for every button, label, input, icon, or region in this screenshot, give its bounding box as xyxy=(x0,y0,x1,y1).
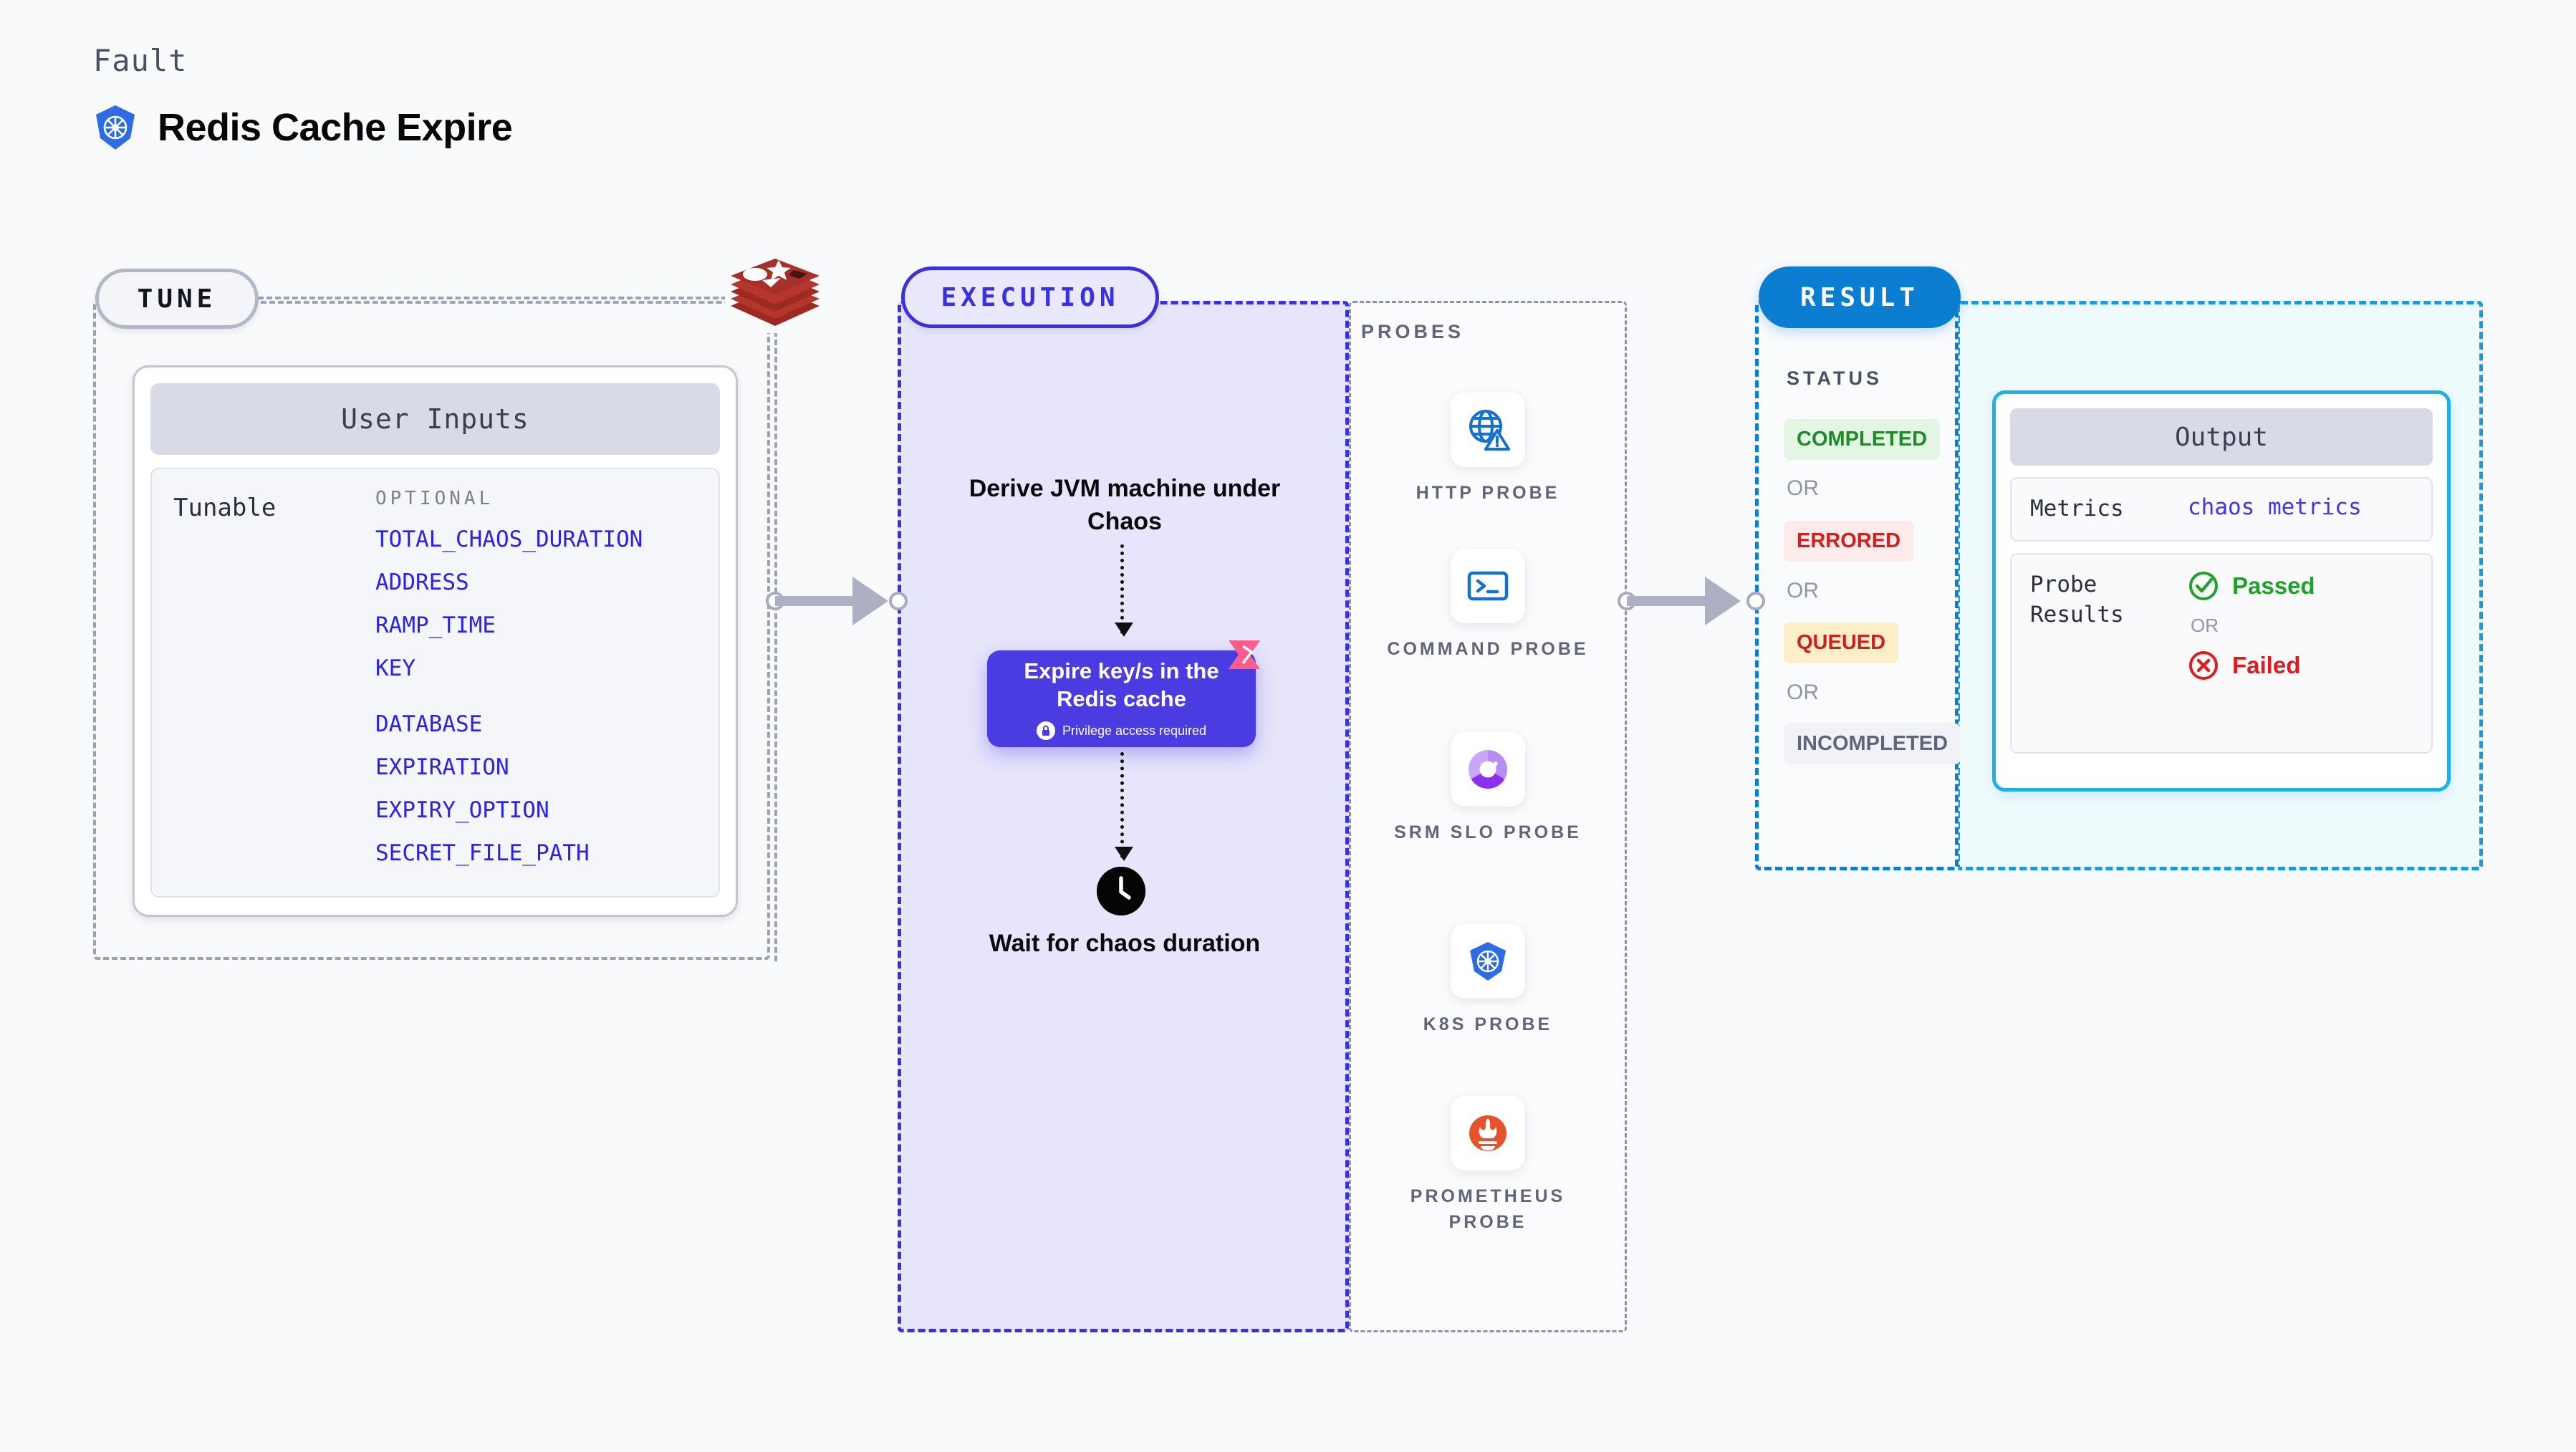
tune-pill-label[interactable]: TUNE xyxy=(95,269,259,329)
slo-donut-icon xyxy=(1451,732,1525,807)
optional-params-column: OPTIONAL TOTAL_CHAOS_DURATION ADDRESS RA… xyxy=(375,488,697,878)
lock-icon xyxy=(1036,721,1055,741)
probe-results-values: Passed OR Failed xyxy=(2188,570,2315,736)
user-inputs-header: User Inputs xyxy=(150,383,720,455)
x-circle-icon xyxy=(2188,650,2219,681)
probe-results-key: Probe Results xyxy=(2030,571,2124,628)
probe-prometheus[interactable]: PROMETHEUS PROBE xyxy=(1380,1096,1595,1236)
probe-k8s[interactable]: K8S PROBE xyxy=(1380,924,1595,1037)
result-pill-label[interactable]: RESULT xyxy=(1759,266,1961,328)
user-inputs-card: User Inputs Tunable OPTIONAL TOTAL_CHAOS… xyxy=(133,365,738,917)
prometheus-icon xyxy=(1451,1096,1525,1170)
tunable-panel: Tunable OPTIONAL TOTAL_CHAOS_DURATION AD… xyxy=(150,468,720,898)
probe-srm-slo[interactable]: SRM SLO PROBE xyxy=(1380,732,1595,845)
param-expiration[interactable]: EXPIRATION xyxy=(375,754,509,780)
output-header: Output xyxy=(2010,408,2433,466)
status-badge-errored: ERRORED xyxy=(1784,521,1914,562)
harness-icon xyxy=(1224,638,1264,672)
step-derive-label: Derive JVM machine under Chaos xyxy=(969,475,1281,535)
kubernetes-icon xyxy=(93,104,138,151)
probes-heading: PROBES xyxy=(1361,321,1465,342)
execution-pill-label[interactable]: EXECUTION xyxy=(901,266,1159,328)
probes-section xyxy=(1349,301,1627,1332)
step-wait-label: Wait for chaos duration xyxy=(989,930,1261,957)
failed-label: Failed xyxy=(2232,651,2301,678)
arrow-derive-to-action xyxy=(1115,544,1133,637)
probe-result-passed: Passed xyxy=(2188,570,2315,602)
param-address[interactable]: ADDRESS xyxy=(375,569,469,595)
probe-command[interactable]: COMMAND PROBE xyxy=(1380,549,1595,662)
param-expiry-option[interactable]: EXPIRY_OPTION xyxy=(375,797,549,823)
check-circle-icon xyxy=(2188,570,2219,602)
probe-result-or: OR xyxy=(2191,614,2219,636)
fault-kicker: Fault xyxy=(93,43,188,78)
passed-label: Passed xyxy=(2232,572,2315,599)
status-or-2: OR xyxy=(1787,579,1819,602)
arrow-action-to-wait xyxy=(1115,752,1133,861)
probe-http-label: HTTP PROBE xyxy=(1416,483,1560,503)
metrics-value[interactable]: chaos metrics xyxy=(2188,494,2362,520)
globe-warning-icon xyxy=(1451,393,1525,467)
terminal-icon xyxy=(1451,549,1525,623)
param-key[interactable]: KEY xyxy=(375,655,415,681)
status-or-3: OR xyxy=(1787,681,1819,704)
probe-command-label: COMMAND PROBE xyxy=(1387,639,1589,659)
metrics-key: Metrics xyxy=(2030,496,2124,521)
privilege-note-row: Privilege access required xyxy=(1036,721,1207,741)
status-badge-incompleted: INCOMPLETED xyxy=(1784,723,1961,764)
privilege-note-text: Privilege access required xyxy=(1062,723,1207,738)
optional-heading: OPTIONAL xyxy=(375,488,494,509)
metrics-panel: Metrics chaos metrics xyxy=(2010,477,2433,542)
tune-dashed-connector-vertical xyxy=(774,331,777,961)
output-card: Output Metrics chaos metrics Probe Resul… xyxy=(1992,390,2451,792)
kubernetes-icon xyxy=(1451,924,1525,999)
probe-prometheus-label: PROMETHEUS PROBE xyxy=(1410,1186,1566,1233)
param-total-chaos-duration[interactable]: TOTAL_CHAOS_DURATION xyxy=(375,527,643,552)
probe-result-failed: Failed xyxy=(2188,650,2315,681)
status-heading: STATUS xyxy=(1787,367,1883,389)
tune-section xyxy=(93,301,770,960)
page-header: Fault Redis Cache Expire xyxy=(93,43,513,151)
page-title: Redis Cache Expire xyxy=(158,106,513,149)
clock-icon xyxy=(1097,867,1145,915)
probe-srm-slo-label: SRM SLO PROBE xyxy=(1394,822,1582,842)
probe-http[interactable]: HTTP PROBE xyxy=(1380,393,1595,506)
param-secret-file-path[interactable]: SECRET_FILE_PATH xyxy=(375,840,590,866)
redis-logo xyxy=(725,254,825,333)
action-card[interactable]: Expire key/s in the Redis cache Privileg… xyxy=(987,640,1260,747)
status-badge-queued: QUEUED xyxy=(1784,622,1899,663)
param-ramp-time[interactable]: RAMP_TIME xyxy=(375,612,496,638)
probe-k8s-label: K8S PROBE xyxy=(1423,1014,1553,1034)
param-database[interactable]: DATABASE xyxy=(375,711,483,737)
status-badge-completed: COMPLETED xyxy=(1784,419,1941,460)
action-title: Expire key/s in the Redis cache xyxy=(1024,658,1219,711)
probe-results-panel: Probe Results Passed OR xyxy=(2010,552,2433,754)
status-or-1: OR xyxy=(1787,476,1819,500)
tune-dashed-connector-horizontal xyxy=(258,297,727,299)
page-title-row: Redis Cache Expire xyxy=(93,104,513,151)
tunable-label: Tunable xyxy=(173,494,277,522)
